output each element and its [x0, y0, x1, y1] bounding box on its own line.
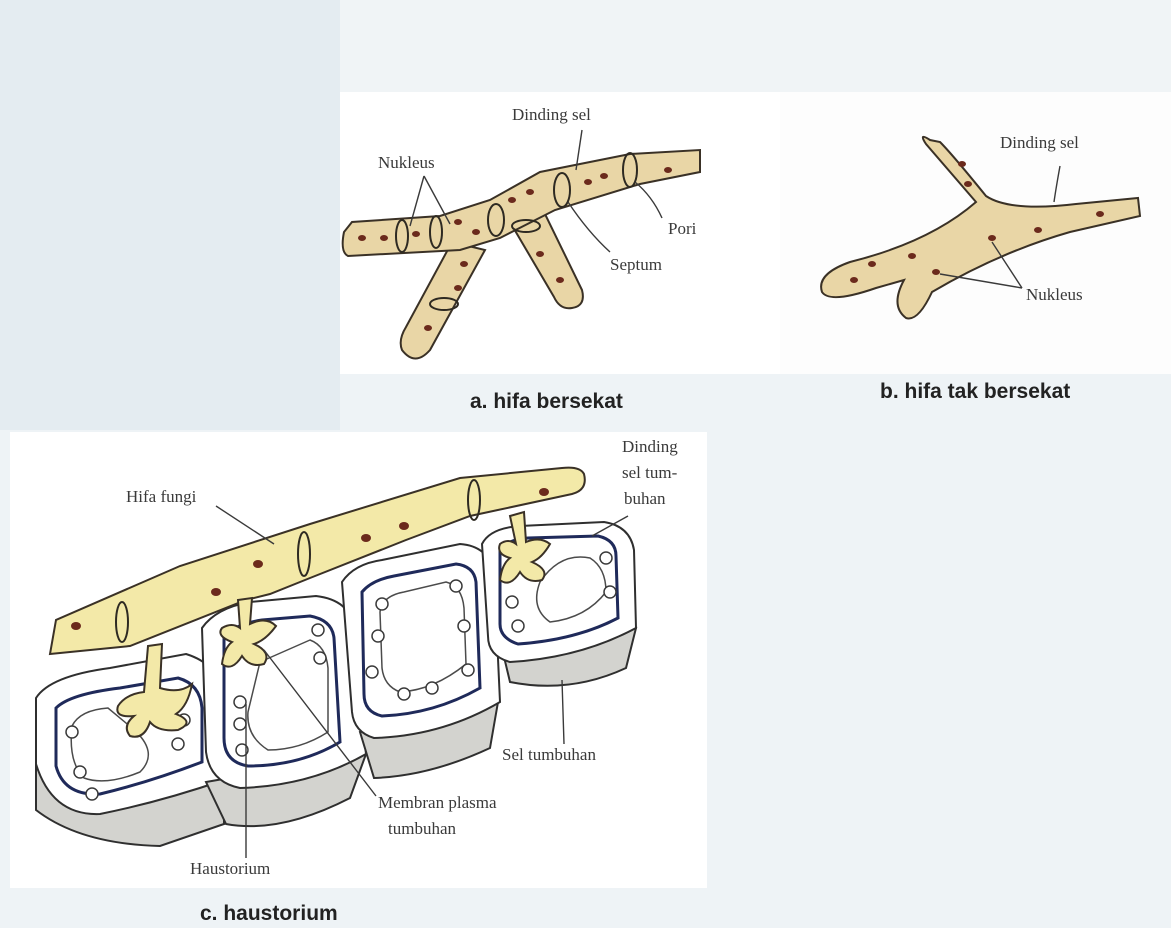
- panel-nonseptate-hypha: Dinding sel Nukleus: [780, 92, 1171, 374]
- septate-hypha-diagram: Dinding sel Nukleus Pori Septum: [340, 92, 780, 374]
- label-membran-plasma-1: Membran plasma: [378, 793, 497, 812]
- caption-haustorium: c. haustorium: [200, 902, 338, 926]
- nonseptate-hypha-diagram: Dinding sel Nukleus: [780, 92, 1171, 374]
- haustorium: [499, 512, 550, 583]
- background-left: [0, 0, 340, 430]
- hypha-nonseptate: [821, 137, 1140, 319]
- pointer-pori: [635, 182, 662, 218]
- label-dinding-sel-tumbuhan-3: buhan: [624, 489, 666, 508]
- hypha-branch-down-left: [401, 242, 485, 359]
- label-dinding-sel: Dinding sel: [512, 105, 591, 124]
- label-haustorium: Haustorium: [190, 859, 270, 878]
- pointer-septum: [568, 202, 610, 252]
- plant-cells: [36, 522, 636, 846]
- label-nukleus: Nukleus: [1026, 285, 1083, 304]
- haustorium-diagram: Hifa fungi Dinding sel tum- buhan Sel tu…: [10, 432, 707, 888]
- label-septum: Septum: [610, 255, 662, 274]
- label-sel-tumbuhan: Sel tumbuhan: [502, 745, 596, 764]
- label-hifa-fungi: Hifa fungi: [126, 487, 197, 506]
- panel-septate-hypha: Dinding sel Nukleus Pori Septum: [340, 92, 780, 374]
- panel-haustorium: Hifa fungi Dinding sel tum- buhan Sel tu…: [10, 432, 707, 888]
- pointer-hifa-fungi: [216, 506, 274, 544]
- label-dinding-sel: Dinding sel: [1000, 133, 1079, 152]
- label-pori: Pori: [668, 219, 697, 238]
- caption-septate-hypha: a. hifa bersekat: [470, 390, 623, 414]
- background-top: [340, 0, 1171, 92]
- pointer-dinding-sel: [1054, 166, 1060, 202]
- label-membran-plasma-2: tumbuhan: [388, 819, 456, 838]
- caption-nonseptate-hypha: b. hifa tak bersekat: [880, 380, 1070, 404]
- label-dinding-sel-tumbuhan-2: sel tum-: [622, 463, 678, 482]
- pointer-sel-tumbuhan: [562, 680, 564, 744]
- label-dinding-sel-tumbuhan-1: Dinding: [622, 437, 678, 456]
- label-nukleus: Nukleus: [378, 153, 435, 172]
